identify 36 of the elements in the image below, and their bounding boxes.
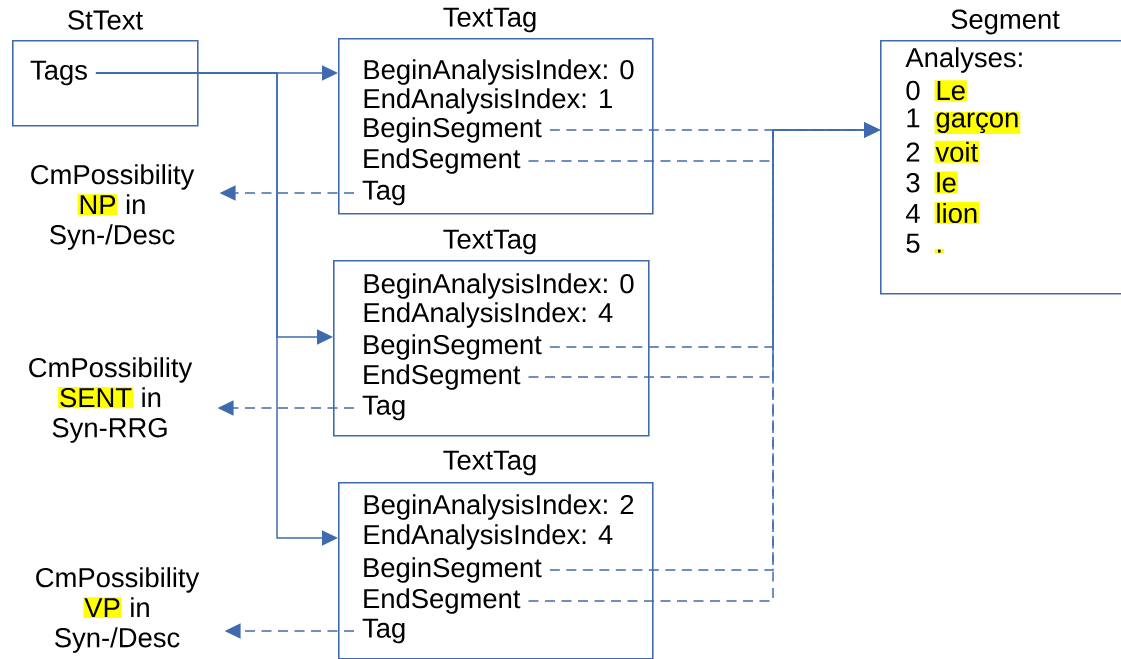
field-label: Tag [362,395,405,421]
class-box [338,7,654,215]
class-box [333,229,650,437]
box-title: TextTag [443,450,536,476]
field-label: BeginAnalysisIndex: 0 [364,273,634,299]
field-label: BeginSegment [364,557,542,583]
word-row: 2 voit [906,140,979,163]
field-label: Tag [362,180,405,206]
word-row: 4 lion [906,202,980,224]
segment-box [880,9,1121,295]
field-label: BeginSegment [364,334,542,360]
annotation-text: CmPossibility NP in Syn-/Desc [31,164,195,250]
box-title: StText [68,10,143,30]
annotation-text: CmPossibility VP in Syn-/Desc [36,567,200,653]
box-title: TextTag [443,7,536,33]
field-label: Tag [362,618,405,644]
box-title: TextTag [443,229,536,255]
field-label: EndAnalysisIndex: 4 [364,524,613,550]
annotation-text: CmPossibility SENT in Syn-RRG [29,357,193,443]
class-box [12,10,199,127]
field-label: BeginSegment [364,117,542,143]
field-label: EndSegment [364,148,521,174]
field-label: EndAnalysisIndex: 1 [364,88,612,114]
field-label: EndSegment [364,588,521,614]
field-label: BeginAnalysisIndex: 0 [364,59,634,85]
list-heading: Analyses: [905,47,1022,73]
field-label: EndSegment [364,364,521,390]
box-title: Segment [951,9,1060,35]
word-row: 1 garçon [907,108,1021,134]
field-label: EndAnalysisIndex: 4 [364,302,613,328]
word-row: 0 Le [906,80,967,102]
word-row: 3 le [906,171,958,194]
field-label: BeginAnalysisIndex: 2 [364,494,634,520]
field-label: Tags [30,60,87,86]
word-row: 5 . [906,233,944,254]
class-box [338,450,654,659]
